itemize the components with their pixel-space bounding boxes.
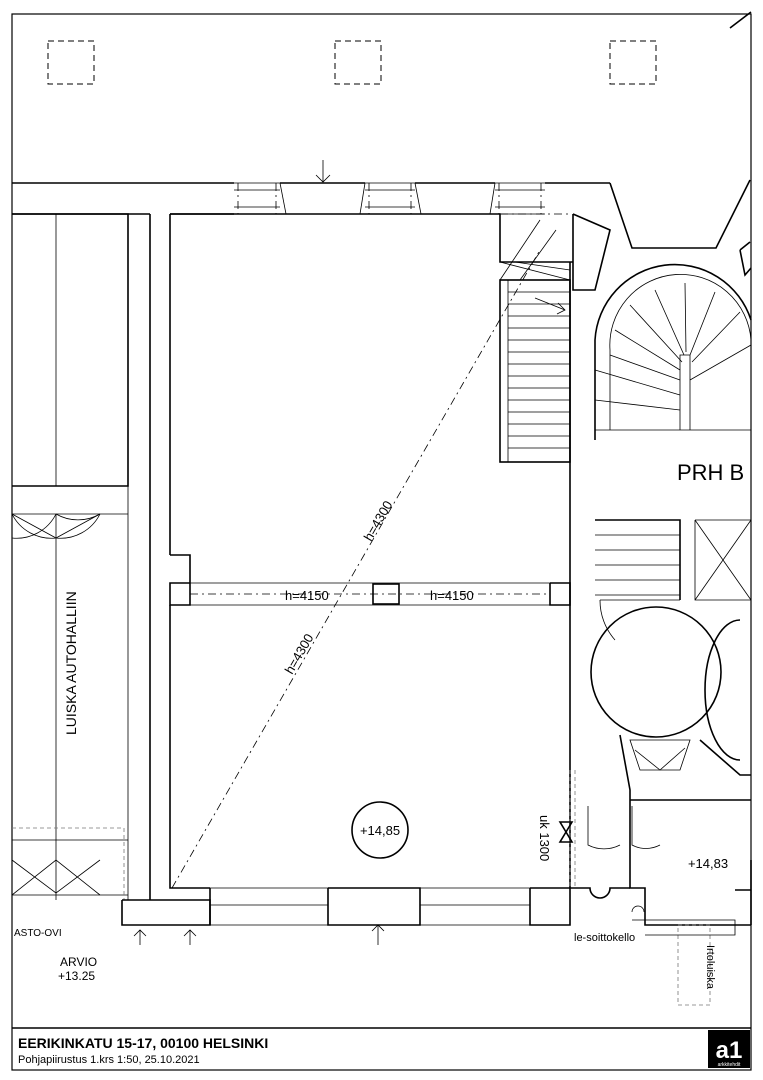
beam-height-right: h=4150 — [430, 588, 474, 603]
ramp-label: LUISKA AUTOHALLIIN — [63, 591, 79, 735]
sheet-border — [11, 13, 752, 1071]
skylight-2 — [334, 40, 382, 85]
skylight-3 — [609, 40, 657, 85]
height-label-lower: h=4300 — [282, 631, 317, 676]
elevation-marker — [351, 801, 409, 859]
title-subtitle: Pohjapiirustus 1.krs 1:50, 25.10.2021 — [18, 1054, 200, 1066]
estimate-label: ARVIO — [60, 955, 97, 969]
title-address: EERIKINKATU 15-17, 00100 HELSINKI — [18, 1035, 268, 1051]
entry-vestibule — [558, 770, 752, 1006]
elevation-main: +14,85 — [360, 823, 400, 838]
fire-door-label: ASTO-OVI — [14, 928, 62, 939]
wall-right-upper-2 — [739, 241, 752, 277]
logo-box — [708, 1030, 750, 1068]
corner-wall-top-right — [729, 11, 752, 29]
doorbell-label: le-soittokello — [574, 932, 635, 944]
upper-facade-wall — [12, 160, 610, 215]
stair-b-spiral — [590, 263, 752, 800]
diagonal-upper — [171, 249, 541, 889]
wall-right-upper — [572, 179, 751, 291]
skylight-1 — [47, 40, 95, 85]
door-height-label: uk 1300 — [537, 815, 552, 861]
logo-mark: a1 — [716, 1037, 743, 1064]
logo-text: arkkitehdit — [718, 1062, 741, 1068]
height-label-upper: h=4300 — [361, 498, 396, 543]
elevation-stair: +14,83 — [688, 856, 728, 871]
stair-a — [499, 213, 571, 463]
beam-height-left: h=4150 — [285, 588, 329, 603]
estimate-level: +13.25 — [58, 969, 95, 983]
stair-b-label: PRH B — [677, 460, 744, 485]
loose-ramp-label: Irtoluiska — [704, 945, 716, 990]
ramp-strip — [11, 213, 171, 900]
